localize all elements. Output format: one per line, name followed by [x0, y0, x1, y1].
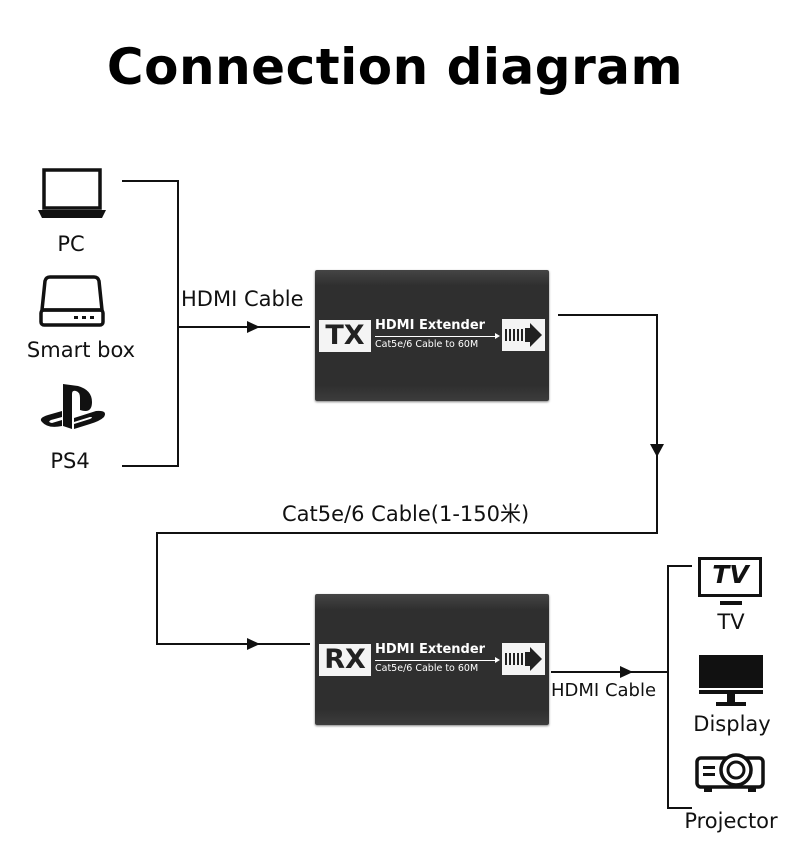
- tx-signal-arrow-icon: [502, 319, 545, 351]
- tx-underline-arrow: [375, 333, 500, 339]
- page-title: Connection diagram: [106, 38, 684, 96]
- rx-signal-arrow-icon: [502, 643, 545, 675]
- tx-extender-device: TX HDMI Extender Cat5e/6 Cable to 60M: [315, 270, 549, 401]
- rx-spec: Cat5e/6 Cable to 60M: [375, 663, 479, 674]
- source-label-ps4: PS4: [50, 449, 90, 473]
- source-label-pc: PC: [57, 232, 85, 256]
- cable-label-hdmi-input: HDMI Cable: [181, 287, 304, 311]
- cat-cable-line: [156, 314, 658, 645]
- tx-product-name: HDMI Extender: [375, 318, 486, 333]
- playstation-icon: [40, 384, 105, 429]
- arrow-output: [620, 666, 633, 678]
- rx-extender-device: RX HDMI Extender Cat5e/6 Cable to 60M: [315, 594, 549, 725]
- tx-spec: Cat5e/6 Cable to 60M: [375, 339, 479, 350]
- cable-label-hdmi-output: HDMI Cable: [551, 680, 657, 701]
- cable-label-cat: Cat5e/6 Cable(1-150米): [282, 502, 530, 526]
- smart-box-icon: [39, 275, 105, 327]
- tv-icon: TV: [698, 557, 764, 607]
- output-label-projector: Projector: [684, 809, 778, 833]
- output-bracket-line: [667, 565, 692, 809]
- source-label-smart-box: Smart box: [26, 338, 136, 362]
- laptop-icon: [38, 168, 106, 218]
- arrow-rx: [247, 638, 260, 650]
- rx-underline-arrow: [375, 657, 500, 663]
- source-bracket-line: [122, 180, 179, 467]
- monitor-icon: [699, 655, 763, 706]
- output-label-tv: TV: [717, 610, 745, 634]
- rx-tag: RX: [319, 644, 371, 676]
- tv-icon-text: TV: [712, 560, 749, 589]
- arrow-down: [650, 444, 664, 457]
- projector-icon: [695, 753, 765, 792]
- output-label-display: Display: [693, 712, 771, 736]
- tx-tag: TX: [319, 320, 371, 352]
- arrow-input: [247, 321, 260, 333]
- rx-product-name: HDMI Extender: [375, 642, 486, 657]
